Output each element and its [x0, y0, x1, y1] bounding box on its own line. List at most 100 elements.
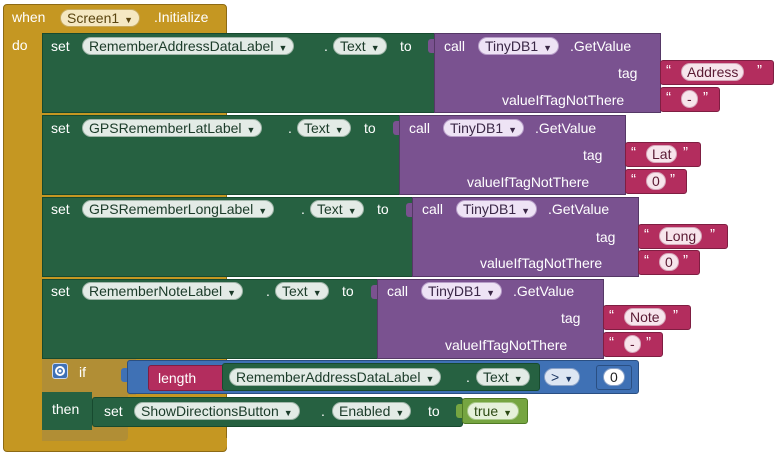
target-name: GPSRememberLongLabel — [89, 201, 254, 217]
method-name: .GetValue — [513, 283, 575, 299]
dot: . — [288, 120, 292, 136]
string-value[interactable]: 0 — [646, 172, 666, 190]
dropdown-icon: ▼ — [513, 374, 523, 384]
tag-label: tag — [618, 65, 638, 81]
target-name: RememberAddressDataLabel — [89, 38, 274, 54]
dropdown-icon: ▼ — [246, 125, 256, 135]
open-quote-icon: “ — [609, 334, 614, 351]
property-dropdown[interactable]: Text▼ — [275, 282, 329, 300]
dropdown-icon: ▼ — [503, 408, 513, 418]
call-label: call — [444, 38, 466, 54]
dropdown-icon: ▼ — [370, 43, 380, 53]
component-dropdown[interactable]: Screen1▼ — [60, 9, 141, 27]
close-quote-icon: ” — [673, 307, 678, 324]
string-value[interactable]: - — [681, 90, 698, 108]
close-quote-icon: ” — [703, 89, 708, 106]
event-body-bar — [4, 32, 42, 440]
property-dropdown[interactable]: Enabled▼ — [332, 402, 412, 420]
close-quote-icon: ” — [757, 62, 762, 79]
boolean-dropdown[interactable]: true ▼ — [467, 402, 520, 420]
boolean-value: true — [474, 403, 499, 419]
target-dropdown[interactable]: RememberNoteLabel ▼ — [82, 282, 243, 300]
dot: . — [266, 283, 270, 299]
db-dropdown[interactable]: TinyDB1▼ — [421, 282, 503, 300]
then-label: then — [52, 401, 80, 417]
target-name: ShowDirectionsButton — [141, 403, 279, 419]
set-label: set — [51, 120, 70, 136]
default-label: valueIfTagNotThere — [445, 337, 568, 353]
db-name: TinyDB1 — [485, 38, 539, 54]
default-label: valueIfTagNotThere — [480, 255, 603, 271]
close-quote-icon: ” — [683, 252, 688, 269]
property-dropdown[interactable]: Text▼ — [310, 200, 364, 218]
number-value[interactable]: 0 — [603, 368, 625, 386]
dropdown-icon: ▼ — [508, 125, 518, 135]
getter-component-name: RememberAddressDataLabel — [236, 369, 421, 385]
dropdown-icon: ▼ — [543, 43, 553, 53]
gear-icon — [55, 366, 65, 376]
property-dropdown[interactable]: Text▼ — [333, 37, 387, 55]
dropdown-icon: ▼ — [347, 206, 357, 216]
close-quote-icon: ” — [710, 226, 715, 243]
socket — [371, 285, 377, 299]
method-name: .GetValue — [548, 201, 610, 217]
dot: . — [466, 369, 470, 385]
socket — [406, 203, 412, 217]
to-label: to — [364, 120, 376, 136]
string-value[interactable]: Lat — [646, 145, 678, 163]
property-name: Text — [304, 120, 330, 136]
dot: . — [321, 403, 325, 419]
open-quote-icon: “ — [631, 144, 636, 161]
socket — [428, 39, 434, 53]
db-name: TinyDB1 — [450, 120, 504, 136]
to-label: to — [377, 201, 389, 217]
target-dropdown[interactable]: ShowDirectionsButton▼ — [134, 402, 300, 420]
close-quote-icon: ” — [683, 144, 688, 161]
operator-dropdown[interactable]: >▼ — [544, 368, 581, 386]
db-dropdown[interactable]: TinyDB1 ▼ — [443, 119, 525, 137]
getter-property-dropdown[interactable]: Text ▼ — [476, 368, 530, 386]
dropdown-icon: ▼ — [564, 374, 574, 384]
string-value[interactable]: 0 — [659, 253, 679, 271]
string-value[interactable]: Address — [681, 63, 745, 81]
call-label: call — [422, 201, 444, 217]
dropdown-icon: ▼ — [124, 15, 134, 25]
set-label: set — [104, 403, 123, 419]
target-name: GPSRememberLatLabel — [89, 120, 242, 136]
close-quote-icon: ” — [670, 171, 675, 188]
do-label: do — [12, 37, 28, 53]
getter-component-dropdown[interactable]: RememberAddressDataLabel ▼ — [229, 368, 442, 386]
to-label: to — [428, 403, 440, 419]
call-label: call — [409, 120, 431, 136]
getter-property-name: Text — [483, 369, 509, 385]
db-name: TinyDB1 — [428, 283, 482, 299]
string-value[interactable]: Note — [624, 308, 666, 326]
open-quote-icon: “ — [631, 171, 636, 188]
set-label: set — [51, 283, 70, 299]
open-quote-icon: “ — [666, 62, 671, 79]
socket — [393, 121, 399, 135]
when-label: when — [12, 9, 46, 25]
target-dropdown[interactable]: GPSRememberLatLabel ▼ — [82, 119, 263, 137]
target-dropdown[interactable]: RememberAddressDataLabel▼ — [82, 37, 295, 55]
socket — [121, 368, 127, 382]
close-quote-icon: ” — [646, 334, 651, 351]
dropdown-icon: ▼ — [395, 408, 405, 418]
set-label: set — [51, 38, 70, 54]
gear-icon[interactable] — [52, 363, 68, 379]
string-value[interactable]: - — [624, 335, 641, 353]
open-quote-icon: “ — [644, 252, 649, 269]
dropdown-icon: ▼ — [312, 288, 322, 298]
target-dropdown[interactable]: GPSRememberLongLabel▼ — [82, 200, 275, 218]
db-dropdown[interactable]: TinyDB1 ▼ — [478, 37, 560, 55]
db-dropdown[interactable]: TinyDB1▼ — [456, 200, 538, 218]
dot: . — [301, 201, 305, 217]
string-value[interactable]: Long — [659, 227, 703, 245]
event-name: .Initialize — [154, 9, 209, 25]
dropdown-icon: ▼ — [227, 288, 236, 298]
dropdown-icon: ▼ — [425, 374, 435, 384]
dropdown-icon: ▼ — [334, 125, 344, 135]
property-dropdown[interactable]: Text ▼ — [297, 119, 351, 137]
target-name: RememberNoteLabel — [89, 283, 223, 299]
method-name: .GetValue — [570, 38, 632, 54]
